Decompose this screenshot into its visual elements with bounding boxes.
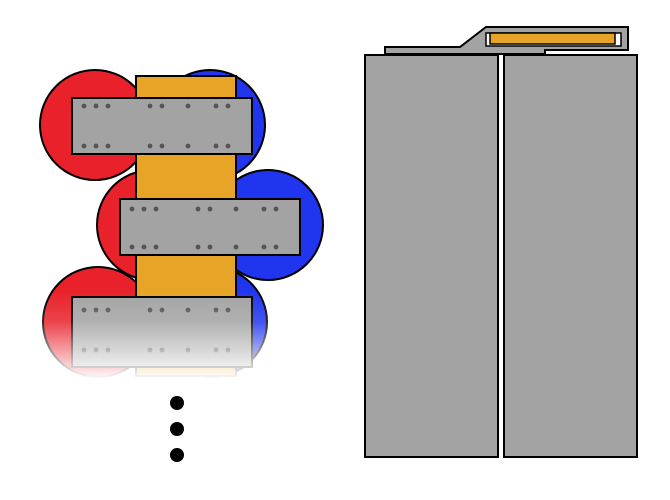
plate-dot <box>273 206 279 212</box>
right-panel <box>503 54 638 458</box>
left-cell-stack <box>30 69 330 380</box>
ellipsis-dot-2 <box>170 422 184 436</box>
fade-overlay <box>30 290 330 380</box>
plate-dot <box>153 206 159 212</box>
plate-dot <box>147 103 153 109</box>
plate-dot <box>225 143 231 149</box>
plate-dot <box>81 103 87 109</box>
plate-dot <box>159 143 165 149</box>
plate-dot <box>261 244 267 250</box>
connector-orange-tab <box>489 32 616 45</box>
plate-dot <box>213 103 219 109</box>
ellipsis-dot-1 <box>170 396 184 410</box>
plate-dot <box>105 143 111 149</box>
right-block <box>364 26 638 458</box>
plate-dot <box>233 244 239 250</box>
plate-dot <box>147 143 153 149</box>
plate-dot <box>273 244 279 250</box>
plate-dot <box>141 206 147 212</box>
plate-dot <box>261 206 267 212</box>
plate-dot <box>195 244 201 250</box>
plate-dot <box>93 143 99 149</box>
plate-dot <box>195 206 201 212</box>
plate-dot <box>153 244 159 250</box>
continuation-ellipsis <box>170 396 184 462</box>
plate-dot <box>105 103 111 109</box>
plate-dot <box>233 206 239 212</box>
ellipsis-dot-3 <box>170 448 184 462</box>
plate-dot <box>225 103 231 109</box>
plate-dot <box>185 143 191 149</box>
plate-dot <box>93 103 99 109</box>
plate-dot <box>159 103 165 109</box>
left-panel <box>364 54 499 458</box>
plate-dot <box>207 244 213 250</box>
plate-dot <box>141 244 147 250</box>
plate-dot <box>81 143 87 149</box>
plate-dot <box>207 206 213 212</box>
plate-dot <box>129 244 135 250</box>
plate-dot <box>129 206 135 212</box>
plate-dot <box>185 103 191 109</box>
plate-dot <box>213 143 219 149</box>
